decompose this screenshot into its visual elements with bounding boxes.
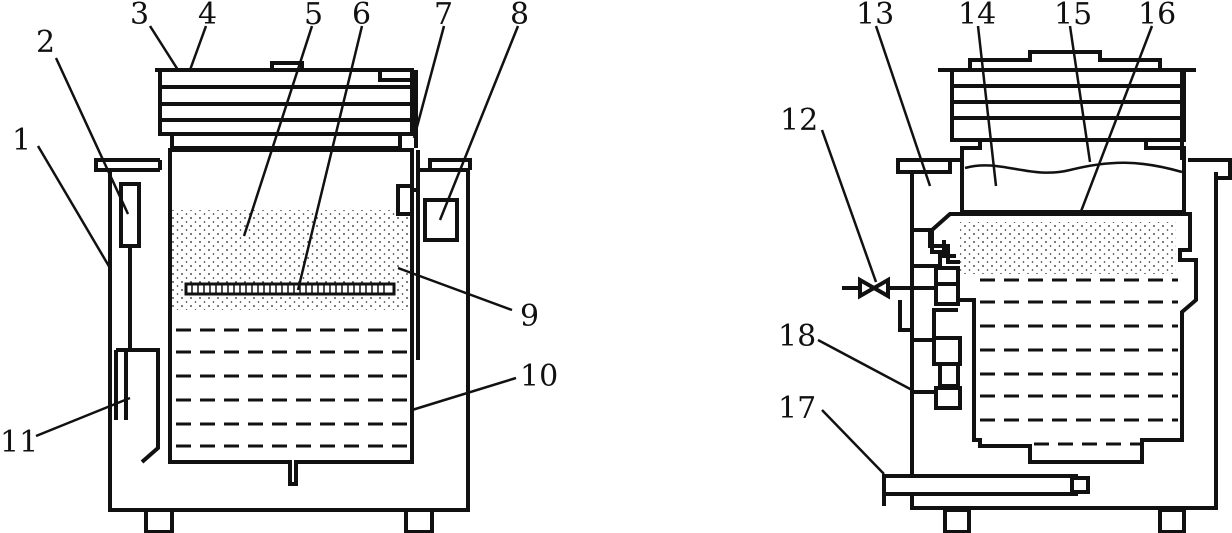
label-15: 15 (1054, 0, 1092, 32)
right-unit-foot-right (1158, 508, 1186, 533)
left-unit-foot-left (144, 508, 174, 533)
left-unit (94, 61, 472, 533)
right-unit (842, 50, 1232, 533)
right-unit-wave (964, 161, 1183, 174)
label-17: 17 (778, 391, 816, 426)
left-unit-outer-housing (94, 158, 472, 512)
left-unit-grid-slots (191, 285, 385, 293)
label-12: 12 (780, 103, 818, 138)
right-unit-valve (842, 276, 912, 300)
right-unit-water (980, 278, 1178, 446)
label-13: 13 (856, 0, 894, 32)
left-unit-sensor (119, 182, 141, 248)
label-2: 2 (36, 25, 55, 60)
right-unit-drain-pipe (882, 474, 1090, 506)
label-9: 9 (520, 299, 539, 334)
label-5: 5 (304, 0, 323, 32)
right-unit-filter-media (960, 222, 1176, 274)
label-18: 18 (778, 319, 816, 354)
right-unit-inner-tank (930, 212, 1198, 464)
label-10: 10 (520, 359, 558, 394)
label-14: 14 (958, 0, 996, 32)
left-unit-drain-pipe (114, 348, 160, 464)
label-16: 16 (1138, 0, 1176, 32)
right-unit-piping (898, 228, 962, 410)
label-4: 4 (198, 0, 217, 32)
label-6: 6 (352, 0, 371, 32)
right-unit-foot-left (943, 508, 971, 533)
label-11: 11 (0, 425, 38, 460)
left-unit-valve-block (396, 184, 414, 216)
leader-lines (35, 25, 1154, 475)
left-unit-water (176, 328, 410, 448)
part-labels: 1 2 3 4 5 6 7 8 9 10 11 12 13 14 15 16 1… (0, 0, 1176, 460)
label-8: 8 (510, 0, 529, 32)
left-unit-grid-plate (184, 282, 396, 296)
left-unit-lid (155, 61, 418, 150)
left-unit-foot-right (404, 508, 434, 533)
label-3: 3 (130, 0, 149, 32)
right-unit-lid (938, 50, 1196, 160)
label-7: 7 (434, 0, 453, 32)
left-unit-inner-tank (168, 148, 414, 486)
label-1: 1 (12, 123, 31, 158)
